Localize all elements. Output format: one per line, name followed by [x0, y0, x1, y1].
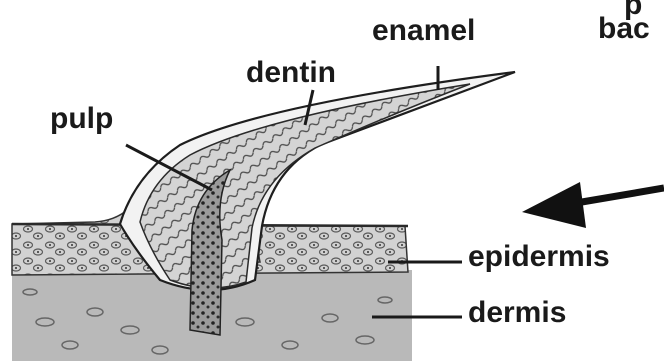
label-pulp: pulp	[50, 104, 113, 134]
label-enamel: enamel	[372, 16, 475, 46]
left-arrow-icon	[522, 182, 664, 228]
label-dentin: dentin	[246, 58, 336, 88]
label-dermis: dermis	[468, 298, 566, 328]
label-epidermis: epidermis	[468, 242, 610, 272]
label-corner-bottom: bac	[598, 14, 650, 44]
